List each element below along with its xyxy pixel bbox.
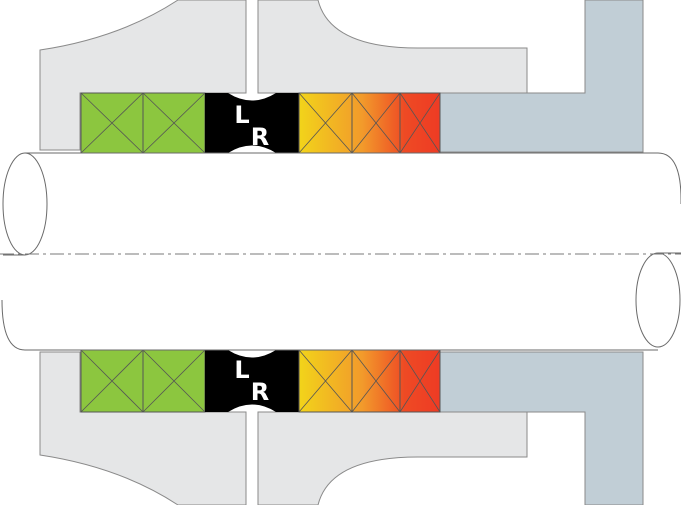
ring-cross [142, 92, 206, 154]
lantern-ring-bottom [205, 350, 299, 412]
ring-cross [399, 349, 441, 413]
lantern-ring-top [205, 93, 299, 153]
packing-rings-gradient-top [298, 92, 441, 154]
ring-cross [142, 349, 206, 413]
shaft-body [25, 153, 658, 350]
packing-row-bottom: L R [80, 349, 441, 413]
ring-cross [351, 349, 401, 413]
housing-right-top [257, 0, 528, 94]
shaft-outline-inner [3, 252, 681, 256]
lantern-label-r: R [251, 378, 269, 406]
shaft-outline [1, 152, 681, 351]
ring-dividers [351, 93, 401, 153]
packing-row-top: L R [80, 92, 441, 154]
ring-dividers [351, 350, 401, 412]
lantern-label-r: R [251, 123, 269, 151]
shaft [0, 152, 681, 351]
ring-cross [399, 92, 441, 154]
lantern-label-l: L [234, 101, 249, 129]
shaft-end-right [635, 252, 681, 348]
ring-cross [298, 349, 353, 413]
ring-cross [298, 92, 353, 154]
lantern-label-l: L [234, 356, 249, 384]
ring-cross [80, 349, 144, 413]
ring-cross [80, 92, 144, 154]
housing-left-bottom [39, 351, 247, 505]
packing-rings-gradient-bottom [298, 349, 441, 413]
shaft-end-left [2, 152, 48, 256]
housing-right-bottom [257, 411, 528, 505]
ring-cross [351, 92, 401, 154]
